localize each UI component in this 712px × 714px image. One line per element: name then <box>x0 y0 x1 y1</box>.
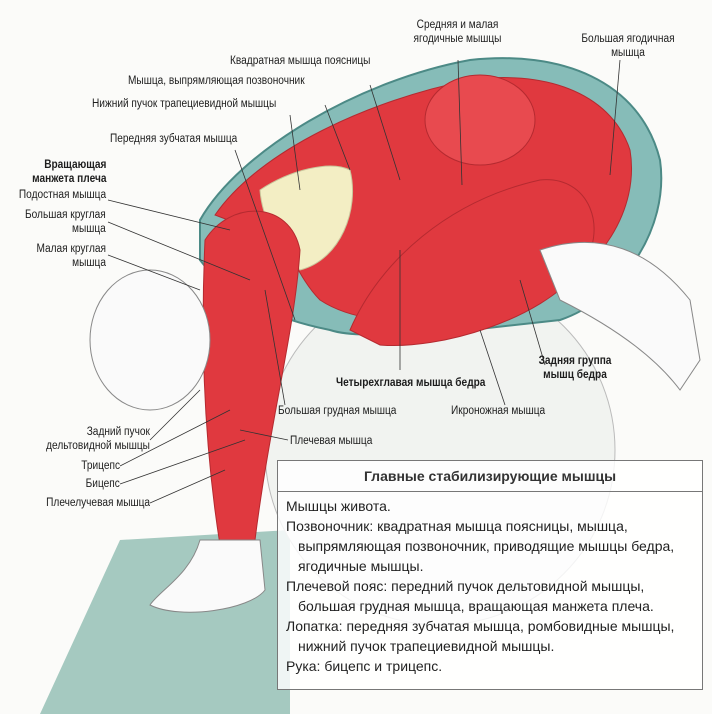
label-serratus-anterior: Передняя зубчатая мышца <box>110 133 238 145</box>
lower-leg <box>539 241 701 391</box>
label-triceps: Трицепс <box>81 460 120 472</box>
label-pectoralis-major: Большая грудная мышца <box>278 405 397 417</box>
info-line: Позвоночник: квадратная мышца поясницы, … <box>286 518 675 574</box>
hand <box>149 539 266 613</box>
info-line: Мышцы живота. <box>286 498 391 514</box>
label-erector-spinae: Мышца, выпрямляющая позвоночник <box>128 75 305 87</box>
label-brachioradialis: Плечелучевая мышца <box>46 497 150 509</box>
info-line: Плечевой пояс: передний пучок дельтовидн… <box>286 578 654 614</box>
arm <box>202 210 301 546</box>
info-line: Рука: бицепс и трицепс. <box>286 658 443 674</box>
label-infraspinatus: Подостная мышца <box>18 189 106 201</box>
label-brachialis: Плечевая мышца <box>290 435 373 447</box>
label-quadriceps: Четырехглавая мышца бедра <box>336 377 486 389</box>
label-biceps: Бицепс <box>85 478 120 490</box>
stabilizers-info-box: Главные стабилизирующие мышцы Мышцы живо… <box>277 460 703 690</box>
head <box>89 269 211 411</box>
leader-lines <box>107 59 621 504</box>
label-lower-trapezius: Нижний пучок трапециевидной мышцы <box>92 98 277 110</box>
gluteus-max-shape <box>424 74 536 166</box>
label-quadratus-lumborum: Квадратная мышца поясницы <box>230 55 371 67</box>
label-gastrocnemius: Икроножная мышца <box>451 405 546 417</box>
thigh <box>349 179 595 347</box>
info-box-title: Главные стабилизирующие мышцы <box>278 461 702 492</box>
info-line: Лопатка: передняя зубчатая мышца, ромбов… <box>286 618 675 654</box>
